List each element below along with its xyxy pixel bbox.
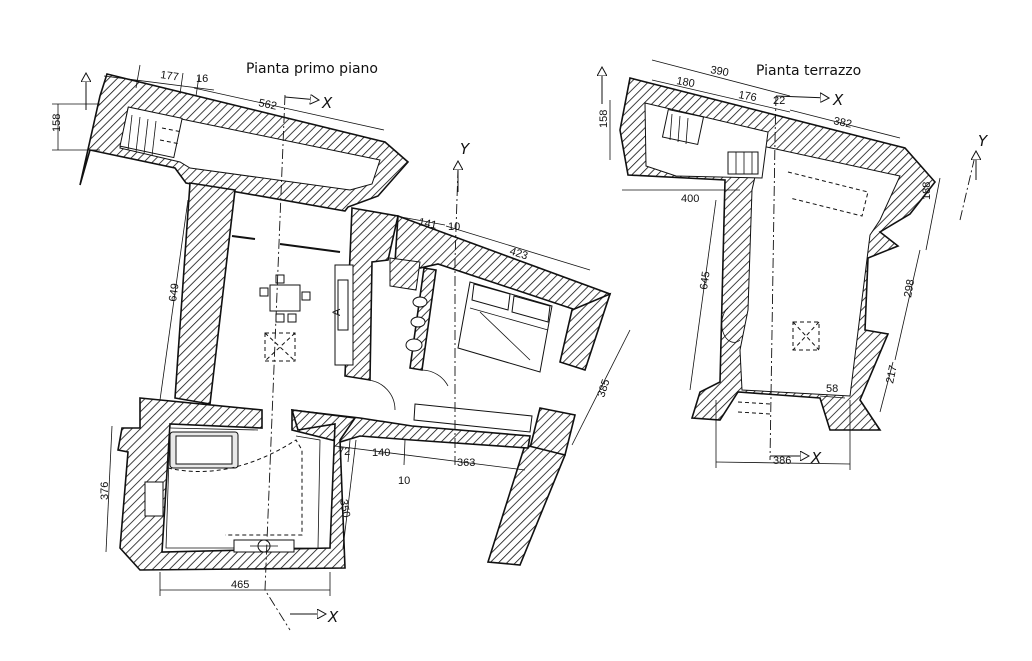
stairs-first-floor <box>119 106 183 159</box>
terrace-dimension-lines <box>609 59 941 470</box>
wall-lower-diagonal <box>486 444 567 566</box>
terrace-section-y <box>959 155 976 221</box>
window-center <box>279 243 341 253</box>
x-axis-marker-top: X <box>321 94 333 112</box>
dim-16: 16 <box>196 73 208 85</box>
dining-table <box>259 274 311 323</box>
dim-390: 390 <box>709 64 729 79</box>
skylight-terrace <box>792 321 820 351</box>
terrace-door-swing <box>721 307 741 343</box>
x-axis-marker-bottom: X <box>327 608 339 626</box>
bathroom-fixtures <box>367 257 449 411</box>
dim-188: 188 <box>921 182 933 200</box>
terrace-section-x <box>769 95 777 461</box>
bed <box>457 281 553 373</box>
dim-58: 58 <box>826 383 838 395</box>
skylight-first-floor <box>264 332 296 362</box>
dim-562: 562 <box>257 97 277 113</box>
dim-217: 217 <box>884 364 900 384</box>
dim-140: 140 <box>372 447 390 459</box>
wall-left-long <box>174 182 236 405</box>
dim-382: 382 <box>832 115 852 131</box>
dim-177: 177 <box>160 69 180 83</box>
dim-386: 386 <box>773 455 791 467</box>
terrace-x-marker-top: X <box>832 91 844 109</box>
terrace-x-marker-bottom: X <box>810 449 822 467</box>
first-floor-dimension-lines <box>52 64 631 596</box>
terrace-title: Pianta terrazzo <box>756 63 861 79</box>
upper-corridor-floor <box>119 107 381 191</box>
dim-10-bottom: 10 <box>398 475 410 487</box>
dim-72: 72 <box>338 446 350 458</box>
dim-645: 645 <box>698 271 712 291</box>
dim-176: 176 <box>737 89 757 104</box>
first-floor-title: Pianta primo piano <box>246 61 378 77</box>
dim-649: 649 <box>167 283 181 303</box>
dim-385: 385 <box>595 378 612 399</box>
dim-158-first: 158 <box>51 114 63 132</box>
terrace-dashed-zone <box>787 171 869 217</box>
cabinet <box>144 481 164 517</box>
dim-180: 180 <box>675 75 695 90</box>
terrace-y-marker: Y <box>978 132 989 150</box>
wall-lower-room <box>117 397 357 571</box>
fireplace <box>233 539 295 553</box>
wardrobe <box>413 403 533 433</box>
dashed-outline-lower <box>167 439 303 536</box>
stairs-terrace <box>661 108 759 175</box>
window-left <box>231 235 256 240</box>
dim-423: 423 <box>508 245 529 262</box>
terrace-inner-floor <box>739 145 901 397</box>
sofa <box>169 431 239 469</box>
dim-10-top: 10 <box>448 221 460 233</box>
dim-465: 465 <box>231 579 249 591</box>
kitchen-counter: A <box>331 264 354 366</box>
first-floor-plan: A <box>51 64 631 631</box>
dim-376: 376 <box>99 482 111 500</box>
dim-158-terrace: 158 <box>598 110 610 128</box>
dim-400: 400 <box>681 193 699 205</box>
y-axis-marker: Y <box>460 140 471 158</box>
dim-22: 22 <box>773 95 785 107</box>
wall-bedroom-right <box>559 292 612 372</box>
dim-363: 363 <box>457 457 475 469</box>
dim-141: 141 <box>417 216 437 232</box>
section-line-y <box>454 167 459 465</box>
furniture-tag: A <box>331 308 343 316</box>
dim-298: 298 <box>902 278 917 298</box>
terrace-plan: X X Y 390 180 176 22 158 382 400 <box>598 59 989 470</box>
dim-350: 350 <box>337 498 352 518</box>
